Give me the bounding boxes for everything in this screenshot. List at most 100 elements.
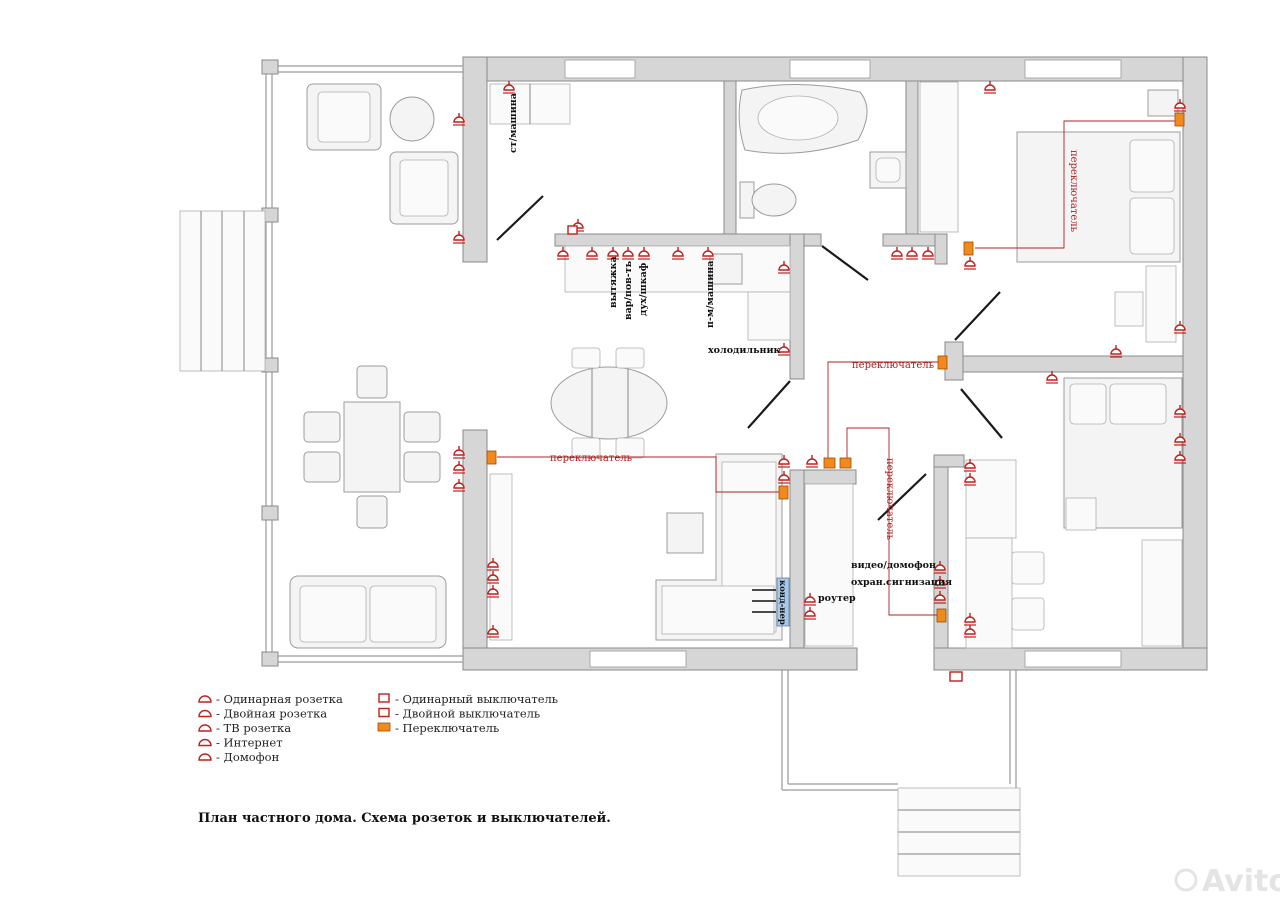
socket-17[interactable]	[906, 247, 918, 260]
toggle-switch-living-2[interactable]	[778, 485, 789, 500]
living-room	[489, 453, 783, 641]
toggle-switch-corridor-1[interactable]	[823, 457, 836, 469]
terrace	[261, 59, 463, 667]
socket-13[interactable]	[778, 343, 790, 356]
legend-label: - Переключатель	[395, 721, 499, 735]
socket-8[interactable]	[622, 247, 634, 260]
socket-19[interactable]	[964, 257, 976, 270]
socket-43[interactable]	[804, 593, 816, 606]
legend-label: - Интернет	[216, 736, 283, 750]
label-switch-bedroom: переключатель	[1068, 150, 1079, 233]
legend-item-single-switch: - Одинарный выключатель	[378, 692, 558, 706]
toggle-switch-bedroom-2[interactable]	[936, 608, 947, 623]
labels: ст/машина вытяжка вар/пов-ть дух/шкаф п-…	[508, 93, 1079, 604]
legend-item-intercom-socket: - Домофон	[198, 750, 280, 764]
socket-11[interactable]	[702, 247, 714, 260]
kitchen	[564, 245, 791, 341]
legend-label: - ТВ розетка	[216, 721, 291, 735]
wardrobe-bedroom	[919, 81, 959, 233]
toggle-switch-corridor-2[interactable]	[839, 457, 852, 469]
internet-socket-icon	[198, 738, 212, 747]
legend-label: - Двойной выключатель	[395, 707, 540, 721]
tv-socket-icon	[198, 724, 212, 732]
dining-area	[550, 347, 668, 459]
toggle-switch-hall[interactable]	[937, 355, 948, 370]
label-oven: дух/шкаф	[638, 262, 649, 316]
socket-12[interactable]	[778, 261, 790, 274]
label-alarm: охран.сигнизация	[851, 577, 952, 588]
single-switch-icon	[378, 693, 390, 703]
toggle-switch-icon	[377, 722, 391, 732]
label-washing-machine: ст/машина	[508, 93, 519, 153]
label-fridge: холодильник	[708, 345, 781, 356]
legend: - Одинарная розетка- Двойная розетка- ТВ…	[198, 692, 558, 764]
label-video-intercom: видео/домофон	[851, 560, 936, 571]
watermark-text: Avito	[1202, 864, 1280, 899]
sockets	[453, 81, 1186, 638]
socket-37[interactable]	[964, 473, 976, 486]
socket-26[interactable]	[453, 446, 465, 459]
socket-7[interactable]	[607, 247, 619, 260]
socket-33[interactable]	[778, 455, 790, 468]
socket-10[interactable]	[672, 247, 684, 260]
entrance-porch	[781, 670, 1021, 877]
label-conditioner: конд-нер	[777, 580, 787, 625]
single-switch-kitchen[interactable]	[567, 225, 578, 235]
hall-closet	[804, 483, 854, 647]
legend-item-tv-socket: - ТВ розетка	[198, 721, 291, 735]
socket-24[interactable]	[1174, 433, 1186, 446]
socket-31[interactable]	[487, 585, 499, 598]
bedroom-2	[965, 377, 1183, 649]
socket-5[interactable]	[557, 247, 569, 260]
double-socket-icon	[198, 709, 212, 718]
intercom-socket-icon	[198, 753, 212, 761]
legend-label: - Двойная розетка	[216, 707, 327, 721]
socket-30[interactable]	[487, 571, 499, 584]
laundry-room	[489, 83, 571, 125]
socket-2[interactable]	[453, 231, 465, 244]
socket-42[interactable]	[964, 625, 976, 638]
legend-item-internet-socket: - Интернет	[198, 736, 283, 750]
socket-38[interactable]	[934, 561, 946, 574]
legend-item-double-socket: - Двойная розетка	[198, 707, 327, 721]
label-switch-bedroom-2: переключатель	[884, 458, 895, 541]
socket-35[interactable]	[806, 455, 818, 468]
label-cooktop: вар/пов-ть	[623, 260, 634, 320]
double-switch-icon	[378, 707, 390, 718]
toggle-switch-bedroom-door[interactable]	[963, 241, 974, 256]
socket-39[interactable]	[934, 576, 946, 589]
single-switch-entrance[interactable]	[949, 671, 963, 682]
socket-34[interactable]	[778, 471, 790, 484]
socket-21[interactable]	[1110, 345, 1122, 358]
socket-1[interactable]	[453, 113, 465, 126]
socket-23[interactable]	[1174, 405, 1186, 418]
socket-44[interactable]	[804, 607, 816, 620]
socket-25[interactable]	[1174, 451, 1186, 464]
legend-label: - Одинарная розетка	[216, 692, 343, 706]
label-switch-living: переключатель	[550, 453, 633, 464]
socket-15[interactable]	[1174, 99, 1186, 112]
socket-27[interactable]	[453, 461, 465, 474]
socket-3[interactable]	[503, 81, 515, 94]
socket-22[interactable]	[1046, 371, 1058, 384]
label-switch-hall: переключатель	[852, 360, 935, 371]
toggle-switch-bedroom[interactable]	[1174, 112, 1185, 127]
toggle-switch-living[interactable]	[486, 450, 497, 465]
socket-6[interactable]	[586, 247, 598, 260]
socket-9[interactable]	[638, 247, 650, 260]
socket-20[interactable]	[1174, 321, 1186, 334]
label-dishwasher: п-м/машина	[705, 261, 716, 328]
conditioner-unit: конд-нер	[752, 577, 790, 627]
socket-36[interactable]	[964, 459, 976, 472]
legend-item-single-socket: - Одинарная розетка	[198, 692, 343, 706]
socket-14[interactable]	[984, 81, 996, 94]
socket-29[interactable]	[487, 558, 499, 571]
socket-40[interactable]	[934, 591, 946, 604]
bedroom-1	[1016, 89, 1181, 343]
socket-32[interactable]	[487, 625, 499, 638]
socket-16[interactable]	[891, 247, 903, 260]
legend-label: - Домофон	[216, 750, 280, 764]
socket-18[interactable]	[922, 247, 934, 260]
socket-28[interactable]	[453, 479, 465, 492]
